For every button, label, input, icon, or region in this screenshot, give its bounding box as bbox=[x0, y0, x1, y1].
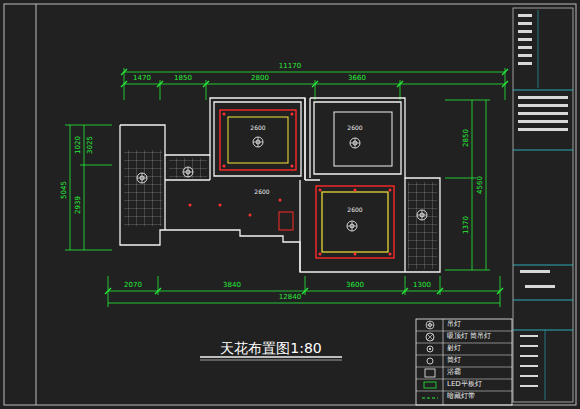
dimension-text: 4560 bbox=[477, 176, 484, 194]
legend-label: 筒灯 bbox=[447, 357, 461, 364]
drawing-title: 天花布置图1:80 bbox=[220, 341, 321, 355]
ceiling-height: 2600 bbox=[346, 125, 363, 131]
dimension-text: 2850 bbox=[463, 129, 470, 147]
dimension-text: 2939 bbox=[75, 196, 82, 214]
dimension-text: 12840 bbox=[279, 294, 301, 301]
dimension-text: 3840 bbox=[223, 282, 241, 289]
dimension-text: 1370 bbox=[463, 216, 470, 234]
ceiling-height: 2600 bbox=[253, 189, 270, 195]
dimension-text: 1300 bbox=[413, 282, 431, 289]
dimension-text: 11170 bbox=[279, 63, 301, 70]
legend-label: 吸顶灯 筒吊灯 bbox=[447, 333, 491, 340]
dimension-text: 1470 bbox=[133, 75, 151, 82]
legend-label: 吊灯 bbox=[447, 321, 461, 328]
legend-label: 暗藏灯带 bbox=[447, 393, 475, 400]
ceiling-height: 2600 bbox=[249, 125, 266, 131]
legend-label: 射灯 bbox=[447, 345, 461, 352]
dimension-text: 2800 bbox=[251, 75, 269, 82]
dimension-text: 3600 bbox=[346, 282, 364, 289]
legend-label: 浴霸 bbox=[447, 369, 461, 376]
dimension-text: 2070 bbox=[124, 282, 142, 289]
ceiling-height: 2600 bbox=[346, 207, 363, 213]
dimension-text: 3660 bbox=[348, 75, 366, 82]
dimension-text: 1850 bbox=[174, 75, 192, 82]
dimension-text: 3025 bbox=[87, 136, 94, 154]
dimension-text: 1020 bbox=[75, 136, 82, 154]
dimension-text: 5045 bbox=[61, 181, 68, 199]
legend-label: LED平板灯 bbox=[447, 381, 482, 388]
